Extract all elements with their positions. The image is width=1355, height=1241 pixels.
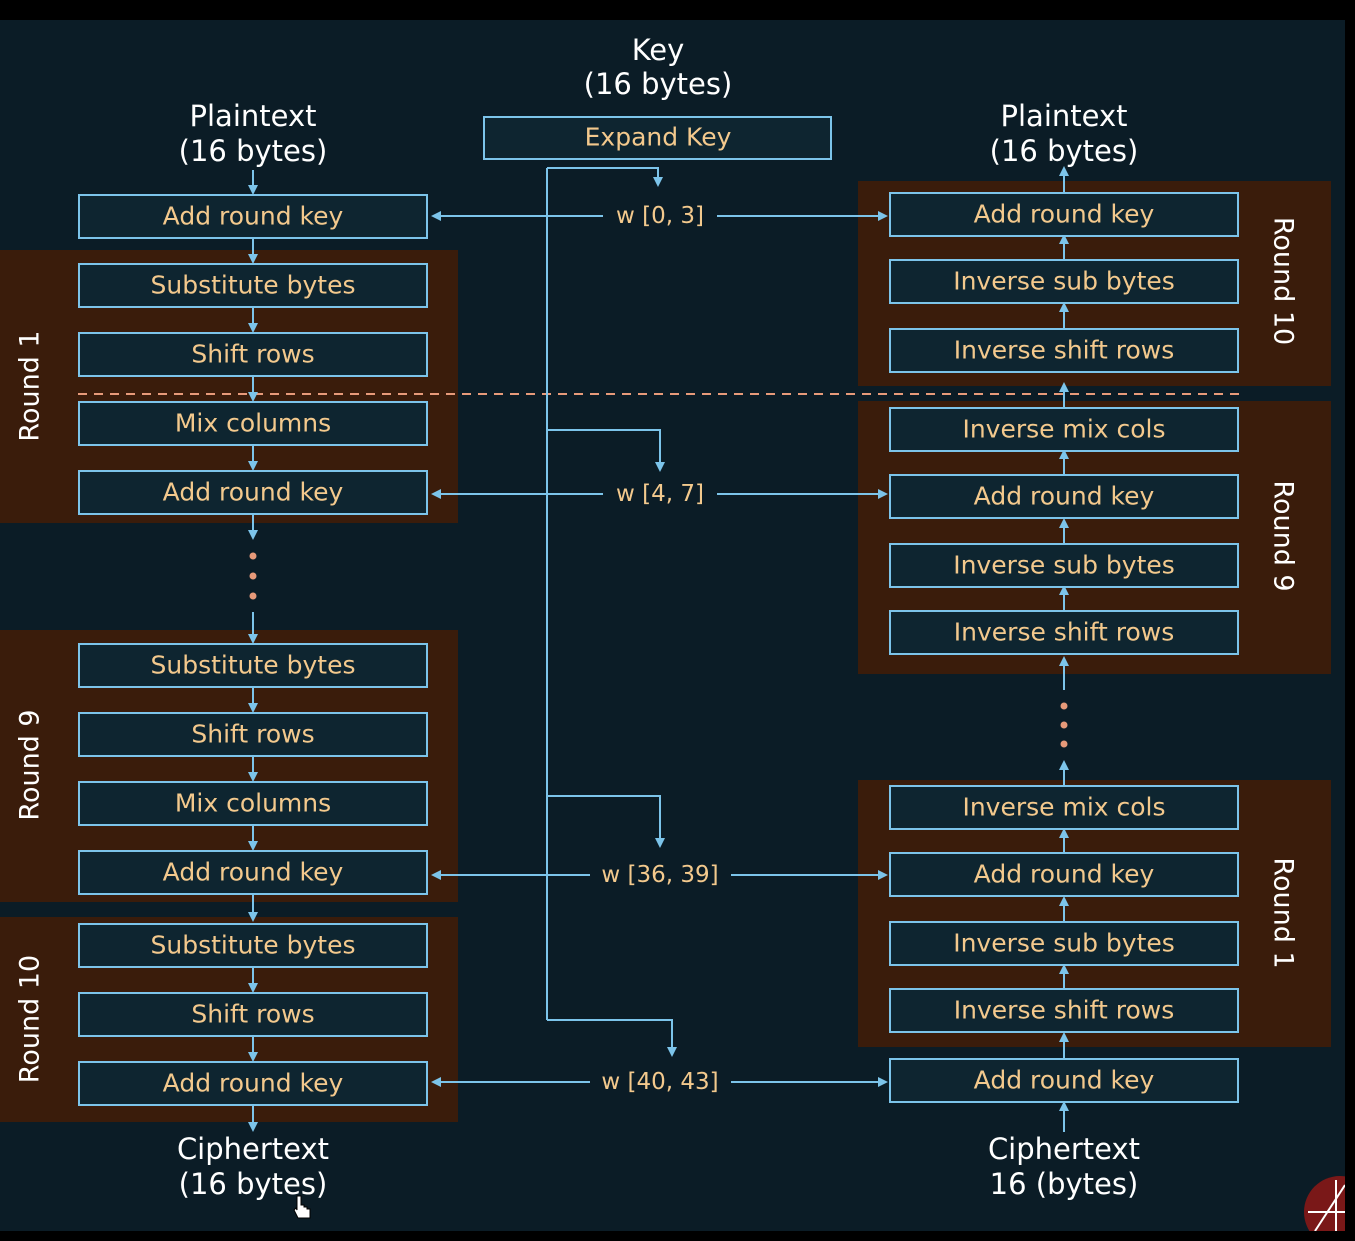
- expand-key-box: [483, 116, 832, 160]
- enc-ellipsis: [249, 552, 257, 600]
- round-key-w40-43: w [40, 43]: [601, 1069, 718, 1095]
- dec-r10-add-round-key-label: Add round key: [974, 200, 1155, 229]
- enc-plaintext-label: Plaintext: [190, 99, 317, 133]
- enc-r1-mix-columns-label: Mix columns: [175, 409, 331, 438]
- dec-r9-add-round-key-label: Add round key: [974, 482, 1155, 511]
- dec-r9-inverse-shift-rows-label: Inverse shift rows: [954, 618, 1174, 647]
- enc-r9-mix-columns-label: Mix columns: [175, 789, 331, 818]
- enc-initial-add-round-key-box: [78, 194, 428, 239]
- dec-round-9-label: Round 9: [1268, 480, 1299, 591]
- key-branch-1: [547, 429, 665, 472]
- dec-r10-inverse-sub-bytes-label: Inverse sub bytes: [953, 267, 1175, 296]
- dec-r1-inverse-mix-cols-box: [889, 785, 1239, 830]
- enc-r1-shift-rows-label: Shift rows: [191, 340, 314, 369]
- enc-r1-shift-rows-box: [78, 332, 428, 377]
- enc-r10-shift-rows-box: [78, 992, 428, 1037]
- enc-r10-shift-rows-label: Shift rows: [191, 1000, 314, 1029]
- enc-r9-substitute-bytes-label: Substitute bytes: [150, 651, 355, 680]
- enc-r1-add-round-key-box: [78, 470, 428, 515]
- dec-r10-inverse-shift-rows-label: Inverse shift rows: [954, 336, 1174, 365]
- dec-initial-add-round-key-box: [889, 1058, 1239, 1103]
- channel-logo-icon: [1304, 1176, 1345, 1231]
- enc-ciphertext-label: Ciphertext: [177, 1132, 329, 1166]
- dec-plaintext-size: (16 bytes): [990, 134, 1139, 168]
- dec-r9-inverse-mix-cols-box: [889, 407, 1239, 452]
- dec-plaintext-label: Plaintext: [1001, 99, 1128, 133]
- enc-r10-add-round-key-label: Add round key: [163, 1069, 344, 1098]
- enc-r1-substitute-bytes-label: Substitute bytes: [150, 271, 355, 300]
- dec-r10-inverse-shift-rows-box: [889, 328, 1239, 373]
- dec-ciphertext-label: Ciphertext: [988, 1132, 1140, 1166]
- enc-r9-add-round-key-box: [78, 850, 428, 895]
- key-size: (16 bytes): [584, 67, 733, 101]
- enc-r9-mix-columns-box: [78, 781, 428, 826]
- dec-round-1-label: Round 1: [1268, 857, 1299, 968]
- dec-r9-inverse-sub-bytes-label: Inverse sub bytes: [953, 551, 1175, 580]
- dec-r1-inverse-sub-bytes-box: [889, 921, 1239, 966]
- enc-r10-substitute-bytes-box: [78, 923, 428, 968]
- video-top-bar: [0, 0, 1355, 20]
- enc-r10-add-round-key-box: [78, 1061, 428, 1106]
- dec-r1-inverse-mix-cols-label: Inverse mix cols: [962, 793, 1165, 822]
- round-key-w36-39: w [36, 39]: [601, 862, 718, 888]
- enc-initial-add-round-key-label: Add round key: [163, 202, 344, 231]
- dec-r10-inverse-sub-bytes-box: [889, 259, 1239, 304]
- hand-cursor-icon: [293, 1195, 311, 1219]
- round-key-w0-3: w [0, 3]: [616, 203, 704, 229]
- dec-r1-inverse-shift-rows-box: [889, 988, 1239, 1033]
- dec-r1-add-round-key-label: Add round key: [974, 860, 1155, 889]
- dec-r10-add-round-key-box: [889, 192, 1239, 237]
- enc-round-10-label: Round 10: [15, 955, 46, 1083]
- dec-r9-inverse-shift-rows-box: [889, 610, 1239, 655]
- enc-ciphertext-size: (16 bytes): [179, 1167, 328, 1201]
- enc-r9-add-round-key-label: Add round key: [163, 858, 344, 887]
- dec-r9-add-round-key-box: [889, 474, 1239, 519]
- video-right-bar: [1345, 0, 1355, 1241]
- dec-ciphertext-size: 16 (bytes): [990, 1167, 1139, 1201]
- key-branch-2: [547, 795, 665, 848]
- dec-r1-add-round-key-box: [889, 852, 1239, 897]
- enc-r9-substitute-bytes-box: [78, 643, 428, 688]
- enc-r9-shift-rows-box: [78, 712, 428, 757]
- enc-r1-substitute-bytes-box: [78, 263, 428, 308]
- expand-key-label: Expand Key: [585, 123, 732, 152]
- enc-r1-mix-columns-box: [78, 401, 428, 446]
- dec-r1-inverse-shift-rows-label: Inverse shift rows: [954, 996, 1174, 1025]
- dec-r9-inverse-mix-cols-label: Inverse mix cols: [962, 415, 1165, 444]
- enc-r1-add-round-key-label: Add round key: [163, 478, 344, 507]
- enc-plaintext-size: (16 bytes): [179, 134, 328, 168]
- dec-round-10-label: Round 10: [1268, 217, 1299, 345]
- video-bottom-bar: [0, 1231, 1355, 1241]
- enc-round-9-label: Round 9: [15, 709, 46, 820]
- key-branch-3: [547, 1019, 677, 1057]
- enc-r10-substitute-bytes-label: Substitute bytes: [150, 931, 355, 960]
- dec-initial-add-round-key-label: Add round key: [974, 1066, 1155, 1095]
- round-key-w4-7: w [4, 7]: [616, 481, 704, 507]
- dec-r1-inverse-sub-bytes-label: Inverse sub bytes: [953, 929, 1175, 958]
- dec-r9-inverse-sub-bytes-box: [889, 543, 1239, 588]
- dec-ellipsis: [1060, 702, 1068, 748]
- enc-r9-shift-rows-label: Shift rows: [191, 720, 314, 749]
- key-branch-0: [547, 167, 663, 187]
- key-label: Key: [632, 33, 685, 67]
- enc-round-1-label: Round 1: [15, 330, 46, 441]
